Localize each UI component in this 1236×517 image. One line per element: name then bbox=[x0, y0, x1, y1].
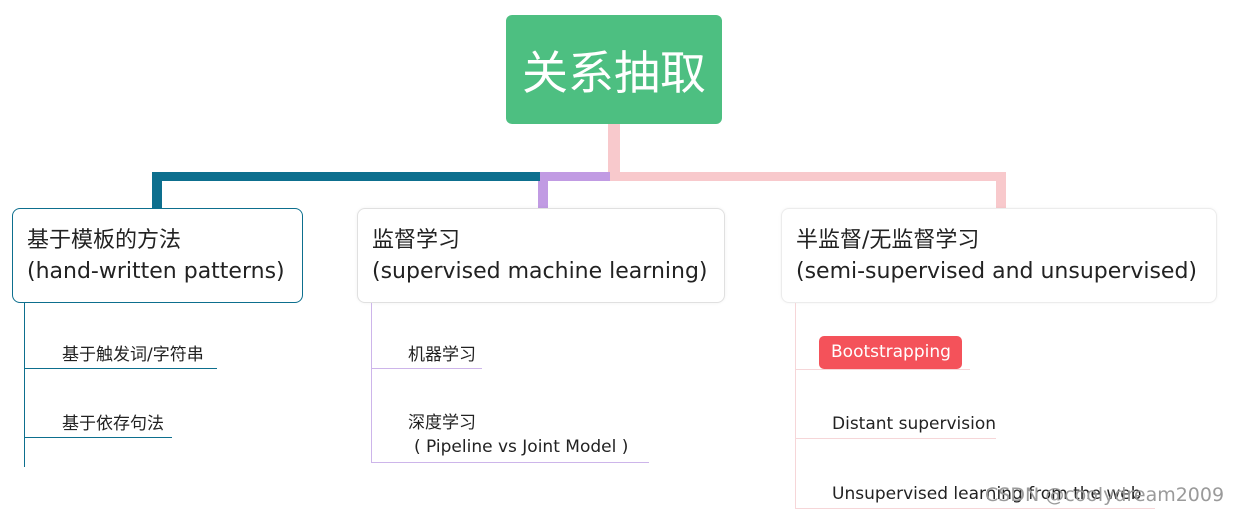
leaf-node-trigger-words[interactable]: 基于触发词/字符串 bbox=[62, 345, 204, 365]
branch3-vertical-connector bbox=[996, 172, 1006, 208]
root-node[interactable]: 关系抽取 bbox=[506, 15, 722, 124]
branch-node-subtitle: (semi-supervised and unsupervised) bbox=[796, 259, 1197, 284]
branch-node-supervised-learning[interactable]: 监督学习 (supervised machine learning) bbox=[357, 208, 725, 303]
branch1-vertical-connector bbox=[152, 172, 162, 208]
root-stem-connector bbox=[608, 124, 620, 180]
branch2-horizontal-connector bbox=[538, 172, 610, 181]
leaf-underline bbox=[795, 369, 970, 370]
leaf-underline bbox=[795, 508, 1155, 509]
branch3-children-spine bbox=[795, 303, 796, 508]
leaf-node-dependency-syntax[interactable]: 基于依存句法 bbox=[62, 414, 164, 434]
branch2-vertical-connector bbox=[538, 172, 548, 208]
leaf-underline bbox=[24, 437, 172, 438]
watermark: CSDN @coolydream2009 bbox=[985, 484, 1225, 506]
branch1-children-spine bbox=[24, 303, 25, 467]
leaf-node-unsupervised-web[interactable]: Unsupervised learning from the web bbox=[832, 484, 1142, 504]
branch-node-semi-unsupervised[interactable]: 半监督/无监督学习 (semi-supervised and unsupervi… bbox=[781, 208, 1217, 303]
leaf-underline bbox=[371, 462, 649, 463]
branch-node-title: 基于模板的方法 bbox=[27, 228, 182, 253]
branch-node-template-methods[interactable]: 基于模板的方法 (hand-written patterns) bbox=[12, 208, 303, 303]
root-node-label: 关系抽取 bbox=[522, 45, 706, 100]
leaf-node-deep-learning-note: ( Pipeline vs Joint Model ) bbox=[414, 437, 629, 457]
branch2-children-spine bbox=[371, 303, 372, 462]
leaf-node-bootstrapping[interactable]: Bootstrapping bbox=[819, 336, 962, 369]
branch-node-title: 监督学习 bbox=[372, 228, 461, 253]
leaf-underline bbox=[24, 368, 217, 369]
branch-node-subtitle: (hand-written patterns) bbox=[27, 259, 285, 284]
leaf-node-machine-learning[interactable]: 机器学习 bbox=[408, 345, 476, 365]
branch-node-subtitle: (supervised machine learning) bbox=[372, 259, 708, 284]
branch-node-title: 半监督/无监督学习 bbox=[796, 228, 980, 253]
leaf-node-distant-supervision[interactable]: Distant supervision bbox=[832, 414, 997, 434]
leaf-underline bbox=[371, 368, 482, 369]
leaf-node-deep-learning[interactable]: 深度学习 bbox=[408, 413, 476, 433]
branch3-horizontal-connector bbox=[608, 172, 1006, 181]
leaf-underline bbox=[795, 438, 996, 439]
branch1-horizontal-connector bbox=[152, 172, 540, 181]
